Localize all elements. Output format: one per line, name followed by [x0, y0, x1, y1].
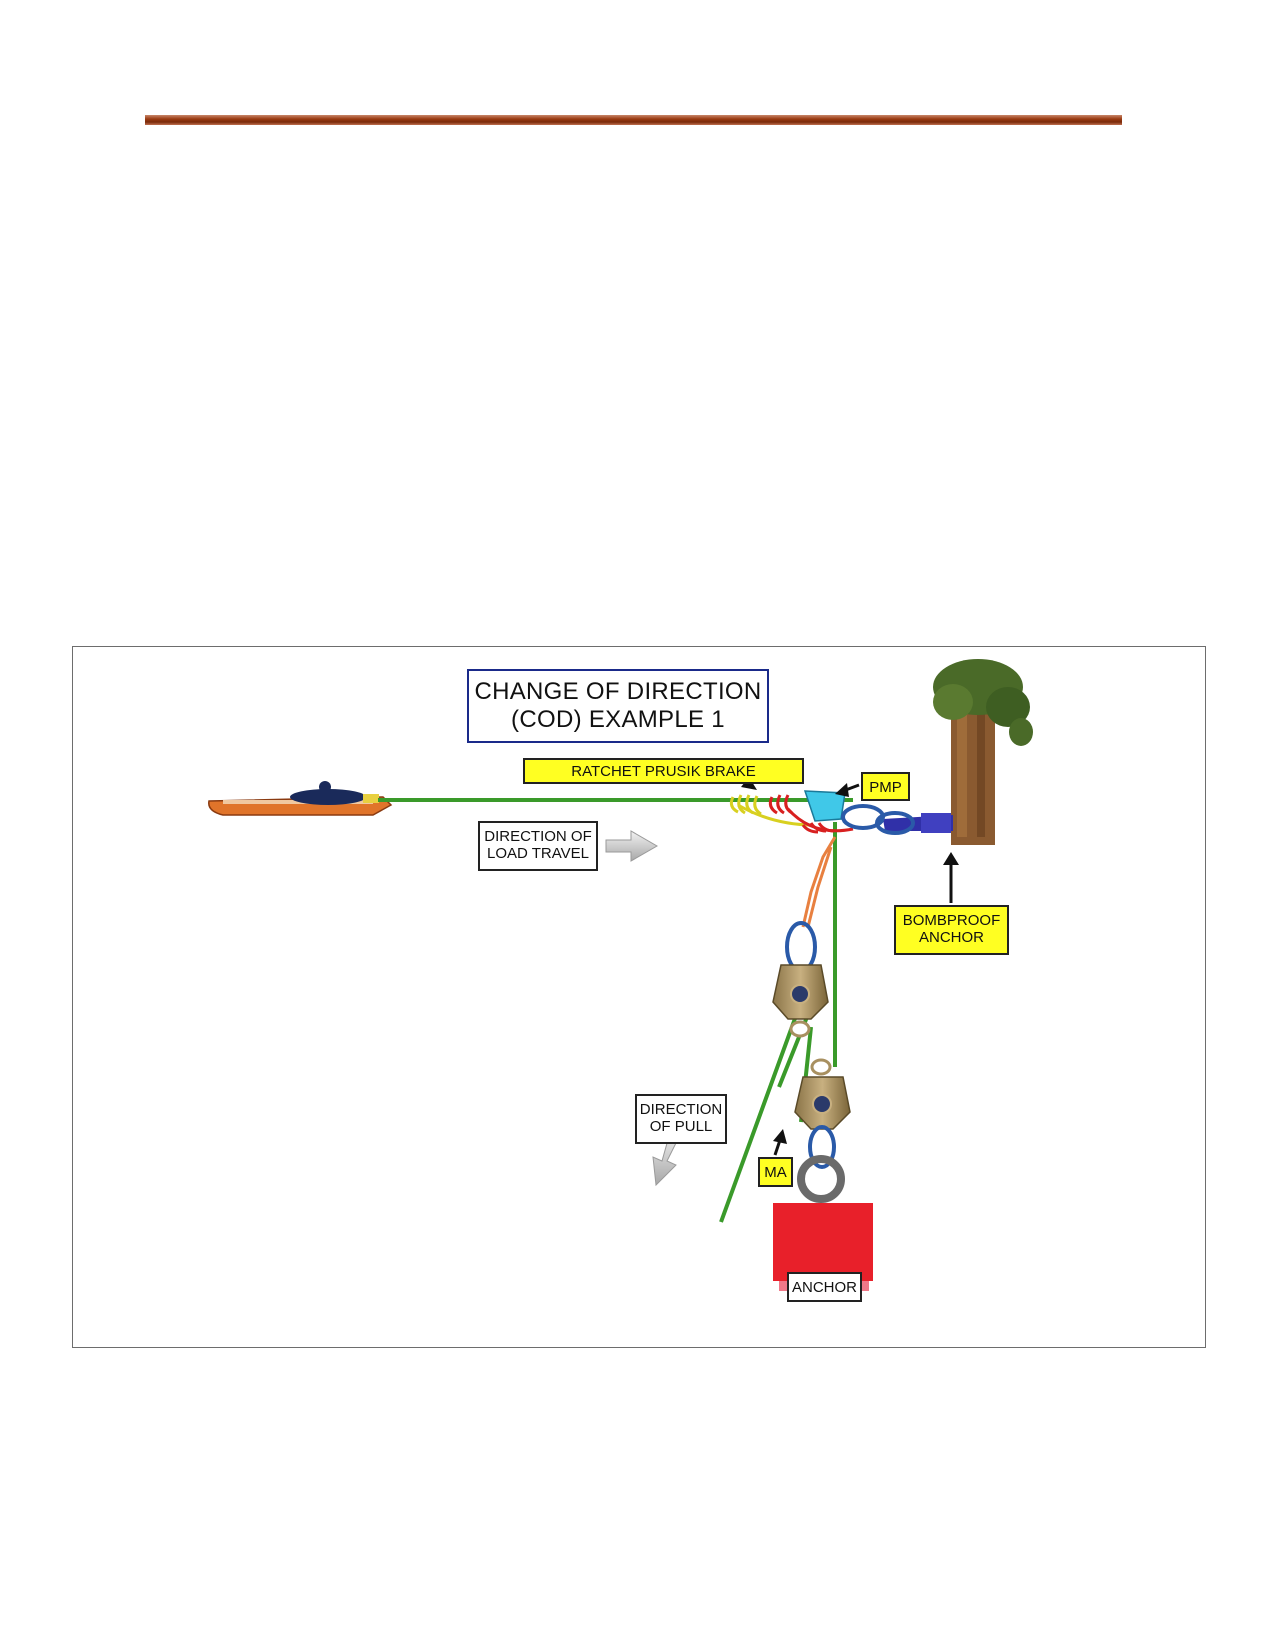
anchor-ring — [797, 1155, 845, 1203]
anchor-block — [773, 1203, 873, 1291]
title-line-2: (COD) EXAMPLE 1 — [511, 705, 725, 733]
direction-pull-line-1: DIRECTION — [639, 1101, 723, 1118]
upper-pulley — [772, 921, 829, 1038]
tree-illustration — [933, 659, 1033, 845]
pmp-pulley — [803, 790, 846, 822]
bombproof-anchor-label: BOMBPROOF ANCHOR — [894, 905, 1009, 955]
cod-diagram-svg — [208, 659, 1033, 1291]
haul-prusik — [801, 836, 837, 928]
rope-haul-2 — [719, 1001, 803, 1223]
direction-of-load-travel-label: DIRECTION OF LOAD TRAVEL — [478, 821, 598, 871]
direction-travel-line-2: LOAD TRAVEL — [487, 845, 589, 863]
direction-of-pull-label: DIRECTION OF PULL — [635, 1094, 727, 1144]
rescue-litter — [208, 781, 393, 816]
anchor-webbing — [883, 813, 953, 833]
ratchet-prusik-brake-label: RATCHET PRUSIK BRAKE — [523, 758, 804, 784]
bombproof-line-1: BOMBPROOF — [902, 912, 1001, 929]
anchor-label: ANCHOR — [787, 1272, 862, 1302]
bombproof-line-2: ANCHOR — [918, 929, 984, 947]
lower-pulley — [794, 1058, 851, 1169]
direction-travel-line-1: DIRECTION OF — [484, 828, 592, 845]
ma-label: MA — [758, 1157, 793, 1187]
direction-pull-line-2: OF PULL — [649, 1118, 713, 1136]
load-travel-arrow — [605, 830, 659, 862]
header-rule — [145, 115, 1122, 125]
pmp-label: PMP — [861, 772, 910, 801]
title-line-1: CHANGE OF DIRECTION — [474, 678, 762, 705]
carabiner-top — [841, 804, 915, 835]
diagram-frame: CHANGE OF DIRECTION (COD) EXAMPLE 1 RATC… — [72, 646, 1206, 1348]
diagram-title: CHANGE OF DIRECTION (COD) EXAMPLE 1 — [467, 669, 769, 743]
ratchet-prusik — [729, 794, 854, 834]
